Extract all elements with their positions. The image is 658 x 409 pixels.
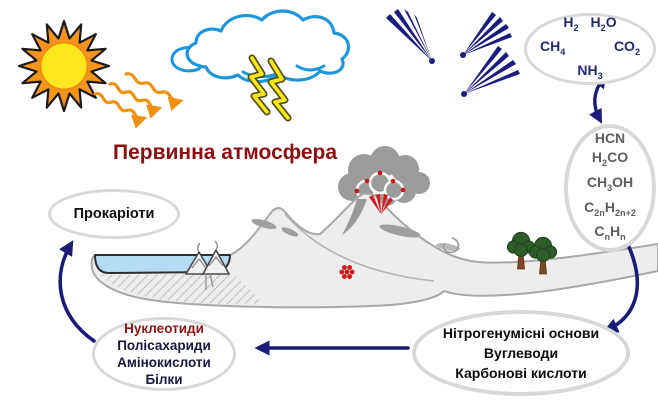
arrow-organics-products [602, 245, 640, 333]
lightning-icon [247, 54, 292, 122]
formula-hcn: HCN [594, 129, 626, 146]
lava-bombs [354, 170, 406, 194]
hydrothermal-vents-icon [185, 240, 230, 290]
hatched-shore [96, 268, 262, 304]
diagram-title: Первинна атмосфера [113, 141, 338, 164]
formula-co2: CO2 [613, 38, 640, 57]
tree-icon-1 [506, 231, 536, 270]
comet-icon-2 [460, 12, 512, 58]
node-prokaryotes: Прокаріоти [48, 189, 180, 239]
red-molecule-icon [339, 265, 355, 279]
node-organic-products: Нітрогенумісні основи Вуглеводи Карбонов… [412, 310, 630, 396]
monomers-line-nucleotides: Нуклеотиди [124, 321, 204, 336]
gases-row-3: NH3 [527, 61, 653, 85]
formula-ch3oh: CH3OH [586, 173, 634, 193]
formula-cnhn: CnHn [594, 223, 626, 243]
formula-h2co: H2CO [591, 148, 629, 168]
lava-eruption-icon [369, 194, 393, 214]
prokaryotes-label: Прокаріоти [73, 206, 155, 222]
arrow-monomers-prokaryotes [58, 240, 96, 343]
storm-cloud-icon [170, 9, 351, 84]
node-simple-organics: HCN H2CO CH3OH C2nH2n+2 CnHn [564, 124, 656, 252]
gases-row-1: H2 H2O [527, 13, 653, 37]
formula-c2nh2n2: C2nH2n+2 [584, 198, 636, 218]
sun-icon [17, 19, 111, 113]
tree-icon-2 [528, 236, 558, 275]
formula-nh3: NH3 [577, 61, 603, 81]
volcano-smoke-icon [338, 146, 430, 206]
formula-h2o: H2O [590, 14, 617, 34]
comet-icon-1 [386, 9, 435, 64]
node-primary-gases: H2 H2O CH4 CO2 NH3 [524, 13, 656, 85]
sun-rays-arrows [93, 72, 184, 129]
monomers-line-aminoacids: Амінокислоти [117, 355, 211, 370]
products-line-carboxylic: Карбонові кислоти [455, 365, 587, 381]
comet-icon-3 [461, 46, 520, 97]
node-biopolymers: Нуклеотиди Полісахариди Амінокислоти Біл… [92, 317, 236, 391]
formula-ch4: CH4 [540, 38, 566, 57]
products-line-nitrogen-bases: Нітрогенумісні основи [442, 325, 600, 341]
formula-h2: H2 [563, 14, 579, 34]
landmass-illustration [90, 192, 658, 309]
gases-row-2: CH4 CO2 [527, 37, 653, 61]
products-line-carbohydrates: Вуглеводи [483, 345, 559, 361]
monomers-line-proteins: Білки [145, 372, 183, 387]
monomers-line-polysaccharides: Полісахариди [117, 338, 211, 353]
